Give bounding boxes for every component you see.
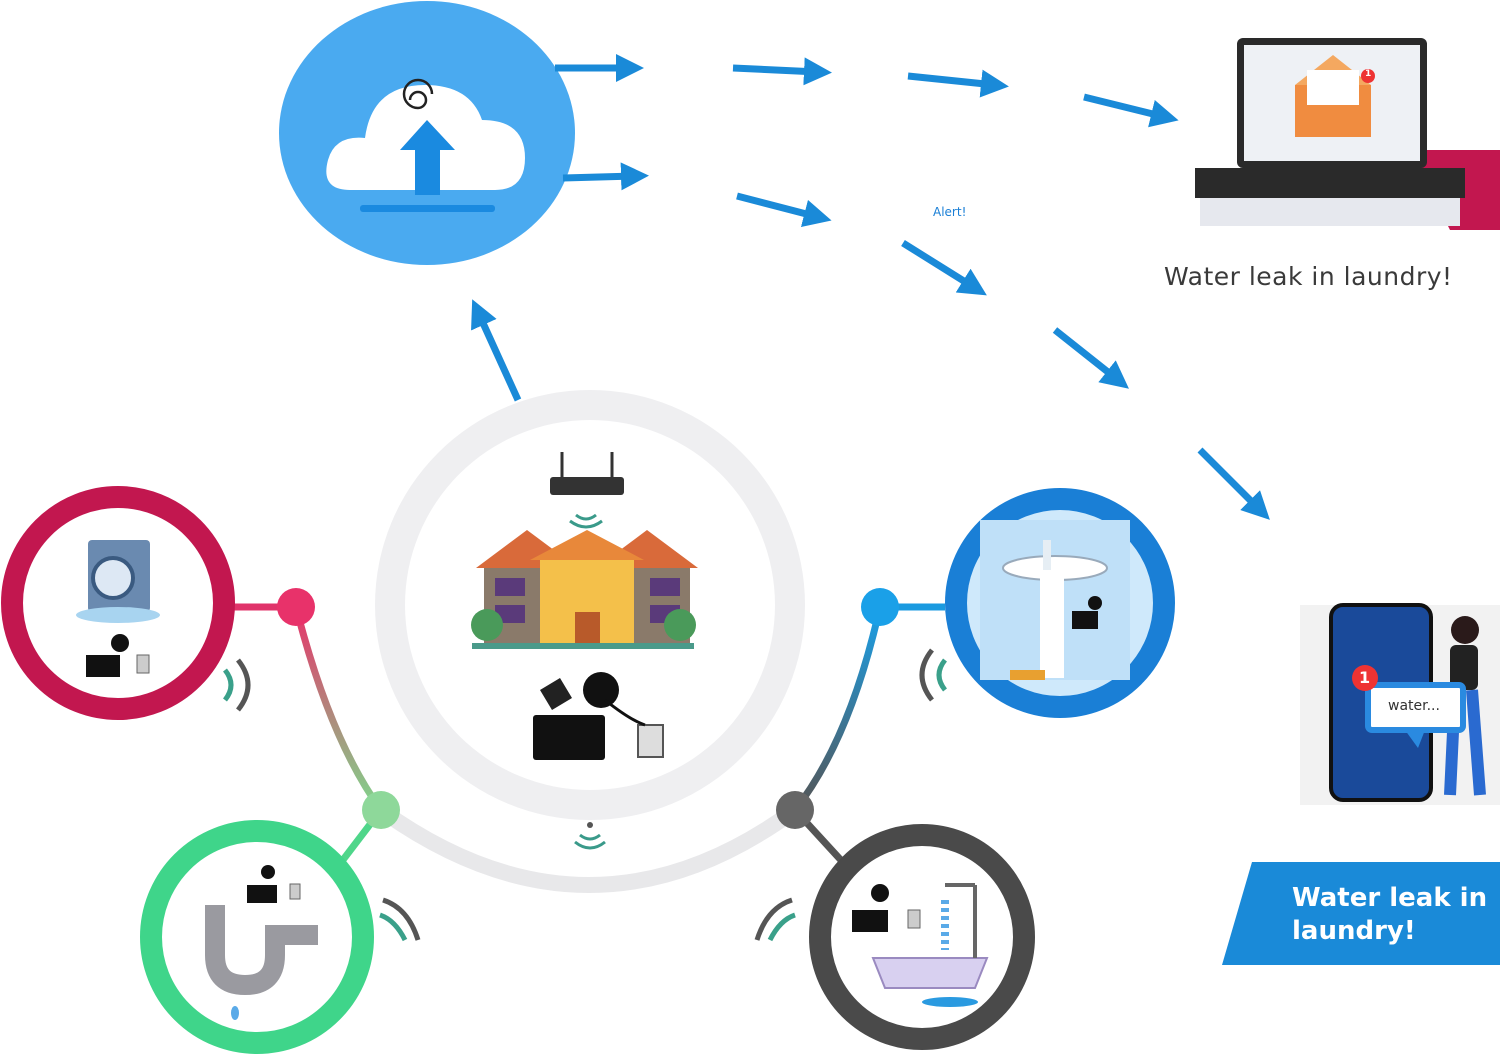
notification-badge xyxy=(1352,665,1378,691)
banner-text: Water leak in laundry! xyxy=(1292,883,1488,946)
arrow xyxy=(907,69,1009,98)
laptop-notification-badge-text: 1 xyxy=(1365,69,1372,79)
wifi-signal-icon xyxy=(574,822,606,850)
envelope-icon xyxy=(1295,55,1375,137)
house-icon xyxy=(471,530,698,649)
wifi-signal-icon xyxy=(754,897,796,942)
arrow xyxy=(1197,447,1270,520)
arrow xyxy=(732,57,832,86)
phone-notification-badge-text: 1 xyxy=(1359,668,1371,687)
laundry-node xyxy=(1,486,251,720)
arrow xyxy=(1083,93,1179,128)
message-bubble xyxy=(1365,682,1466,748)
connector-dot-bathtub xyxy=(776,791,814,829)
washing-machine-icon xyxy=(76,540,160,623)
arrow-up-to-cloud xyxy=(471,299,522,402)
arrow xyxy=(562,162,649,191)
banner-shape xyxy=(1222,862,1500,965)
central-hub xyxy=(375,390,805,850)
connector-dot-pipe xyxy=(362,791,400,829)
cloud-upload-icon xyxy=(326,78,525,212)
phone-message-text: water... xyxy=(1388,698,1440,714)
bathtub-icon xyxy=(871,883,989,1007)
arrow xyxy=(736,192,832,228)
router-icon xyxy=(550,452,624,529)
cloud-node xyxy=(279,1,575,265)
alert-banner: Water leak in laundry! xyxy=(1222,862,1500,965)
laptop-icon xyxy=(1195,38,1500,230)
connector-dot-laundry xyxy=(277,588,315,626)
arrow xyxy=(1052,327,1129,389)
laptop-caption: Water leak in laundry! xyxy=(1164,262,1453,291)
phone-illustration xyxy=(1300,603,1500,805)
wifi-signal-icon xyxy=(919,648,948,702)
connector-dot-sink xyxy=(861,588,899,626)
pipe-node xyxy=(140,820,421,1054)
data-flow-arrows xyxy=(471,54,1270,520)
arrow xyxy=(901,240,987,296)
alert-label: Alert! xyxy=(933,205,967,219)
sink-node xyxy=(919,488,1175,718)
sensor-device-icon xyxy=(533,672,664,760)
sink-icon xyxy=(980,520,1130,680)
pipe-icon xyxy=(205,905,318,1020)
wifi-signal-icon xyxy=(222,658,251,712)
bathtub-node xyxy=(754,824,1035,1050)
wifi-signal-icon xyxy=(379,897,421,942)
